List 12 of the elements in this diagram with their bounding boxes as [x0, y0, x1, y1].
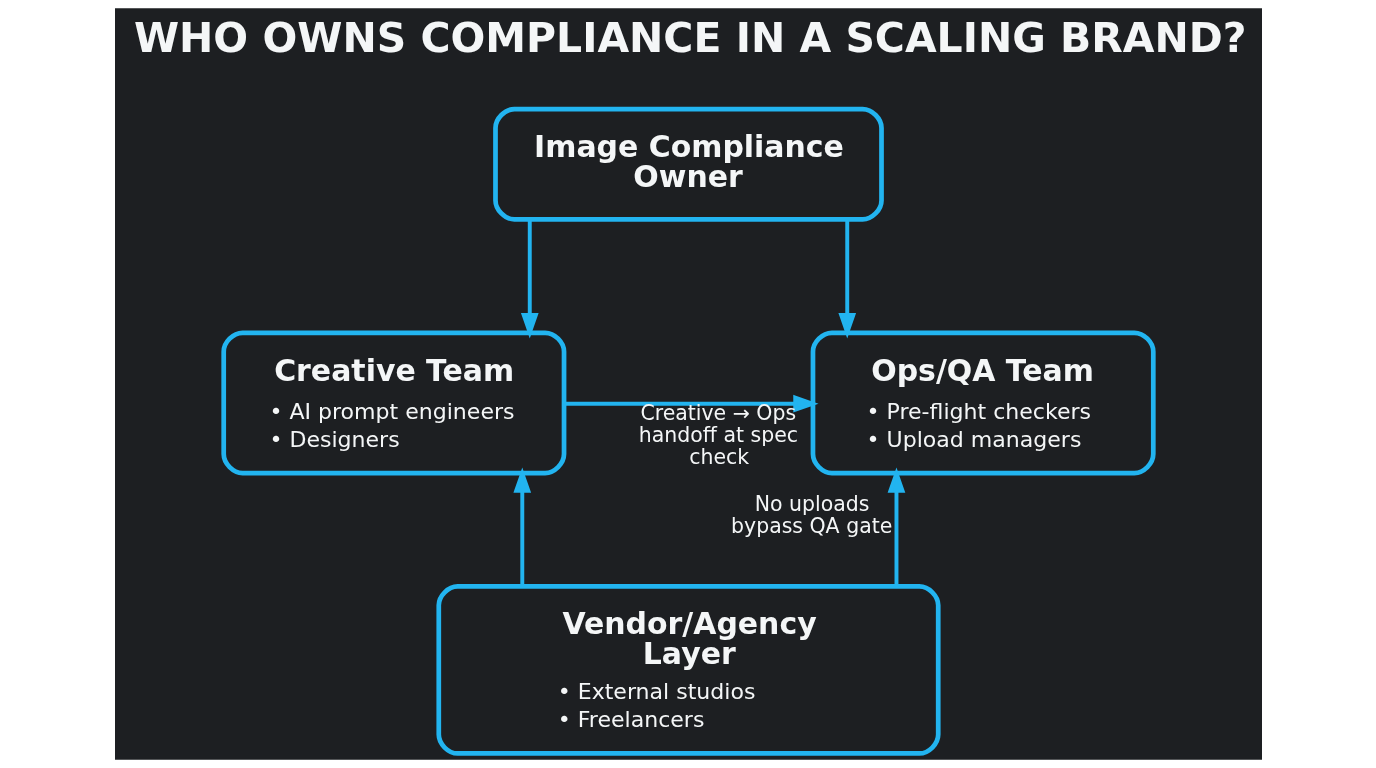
arrow	[887, 467, 905, 587]
node-box: Ops/QA Team • Pre-flight checkers • Upload managers	[810, 330, 1156, 476]
edge-label: No uploads bypass QA gate	[730, 491, 892, 538]
arrow	[520, 219, 539, 339]
arrow	[837, 219, 856, 339]
node-box: Image Compliance Owner	[492, 106, 884, 222]
arrow	[512, 467, 531, 587]
diagram-title: WHO OWNS COMPLIANCE IN A SCALING BRAND?	[133, 14, 1247, 63]
arrow	[563, 394, 819, 413]
edge-label: Creative → Ops handoff at spec check	[638, 401, 798, 470]
node-box: Creative Team • AI prompt engineers • Designers	[220, 330, 566, 476]
node-box: Vendor/Agency Layer • External studios • Freelancers	[435, 584, 941, 756]
